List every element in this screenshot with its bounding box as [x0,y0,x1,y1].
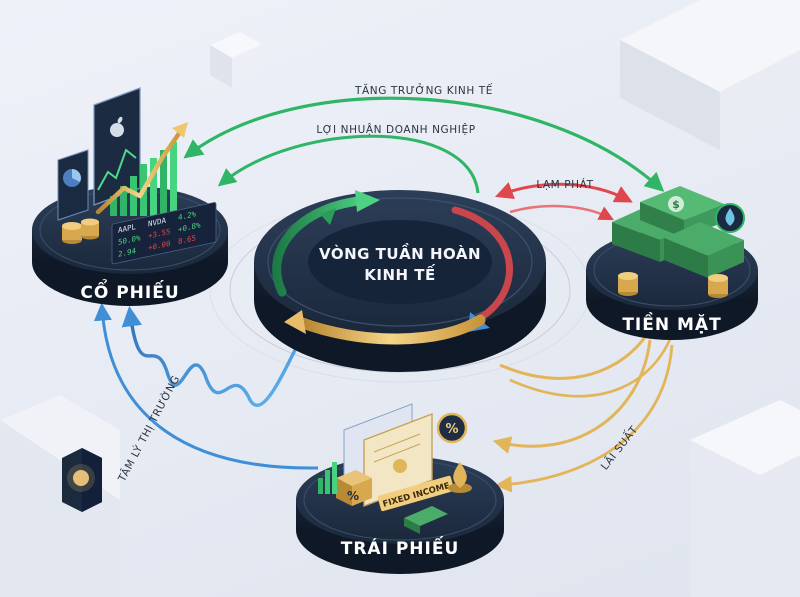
inflation-arrow-bottom [509,204,614,221]
liquidity-drop-icon [715,203,745,233]
cash-stacks-icon: $ [612,186,744,278]
economic-growth-arrow [183,96,665,192]
economic-growth-label: TĂNG TRƯỞNG KINH TẾ [354,83,493,97]
center-gold-arrow [294,314,486,345]
interest-rate-label: LÃI SUẤT [597,423,640,473]
center-title-line1: VÒNG TUẦN HOÀN [319,242,481,263]
cash-coins [618,272,728,298]
stocks-title: CỔ PHIẾU [80,278,179,303]
interest-rate-arrow-4 [494,344,674,493]
interest-rate-arrow-2 [509,320,680,398]
bond-bars-icon [318,462,337,494]
corporate-profit-arrow [217,134,480,194]
interest-rate-arrow-3 [492,339,652,454]
svg-text:$: $ [672,198,680,211]
percent-block-text: % [347,489,359,503]
center-cycle-ring: VÒNG TUẦN HOÀN KINH TẾ [254,190,546,372]
ticker-value-6: 2.94 [118,246,136,259]
cash-node: $ TIỀN MẶT [586,186,758,340]
inflation-arrow-top [494,182,633,203]
stocks-node: AAPL NVDA 4.2% 50.0% +3.55 +0.8% 2.94 +0… [32,87,228,306]
rising-trend-arrow [95,129,183,215]
corporate-profit-label: LỢI NHUẬN DOANH NGHIỆP [316,123,475,136]
apple-logo-icon [110,116,124,137]
bonds-node: % % FIXED INCOME TRÁI PHIẾU [296,403,504,574]
ticker-nvda: NVDA [148,216,166,229]
bonds-title: TRÁI PHIẾU [341,535,460,559]
stock-chart-tablets: AAPL NVDA 4.2% 50.0% +3.55 +0.8% 2.94 +0… [57,87,217,265]
ticker-aapl: AAPL [118,222,136,235]
center-green-arrow [272,195,373,297]
ticker-panel: AAPL NVDA 4.2% 50.0% +3.55 +0.8% 2.94 +0… [111,202,217,265]
center-title-line2: KINH TẾ [364,263,436,284]
ticker-value-7: 8.65 [178,233,196,246]
percent-badge-icon: % [436,412,468,444]
cash-envelope-icon [404,506,448,534]
percent-block-icon: % [336,470,372,506]
stock-coins [62,218,99,244]
inflation-label: LẠM PHÁT [536,178,593,191]
shield-cube-decor [62,448,102,512]
market-sentiment-wave [121,305,302,407]
cash-title: TIỀN MẶT [622,311,721,335]
gold-drop-icon [448,462,472,493]
center-red-arrow [451,206,514,322]
ticker-value-1: 4.2% [178,209,196,222]
market-sentiment-arrow-outer [93,302,319,470]
percent-badge-text: % [445,422,458,437]
